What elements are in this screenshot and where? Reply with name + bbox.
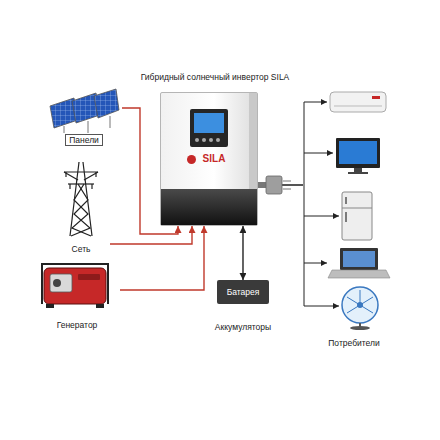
power-wire (120, 226, 204, 290)
button (209, 138, 213, 142)
node-label: Потребители (328, 338, 379, 348)
solar-panel-node: Панели (46, 86, 122, 146)
laptop (328, 248, 390, 278)
button (216, 138, 220, 142)
node-label: Генератор (57, 320, 98, 330)
tv-set (336, 138, 380, 174)
power-wire (242, 226, 243, 280)
generator-node: Генератор (34, 258, 120, 330)
power-plug (258, 176, 291, 194)
power-wire (110, 226, 192, 244)
button (202, 138, 206, 142)
inverter-box: SILA (160, 92, 258, 226)
solar-panels (50, 89, 119, 133)
logo-circle (187, 155, 196, 164)
node-sublabel: Аккумуляторы (215, 322, 271, 332)
node-label: Панели (65, 134, 103, 146)
power-tower (64, 162, 98, 236)
air-conditioner (330, 92, 386, 112)
fridge (342, 192, 372, 240)
consumers-node: Потребители (303, 88, 405, 348)
button (195, 138, 199, 142)
node-label: Сеть (72, 244, 91, 254)
generator (42, 264, 108, 308)
grid-node: Сеть (52, 156, 110, 254)
battery-node: БатареяАккумуляторы (212, 280, 275, 337)
bottom-band (161, 189, 257, 225)
node-label: Батарея (217, 280, 270, 304)
node-label: SILA (203, 153, 226, 165)
desk-fan (342, 287, 378, 330)
diagram-title: Гибридный солнечный инвертор SILA (100, 72, 330, 82)
display-screen (194, 113, 224, 133)
